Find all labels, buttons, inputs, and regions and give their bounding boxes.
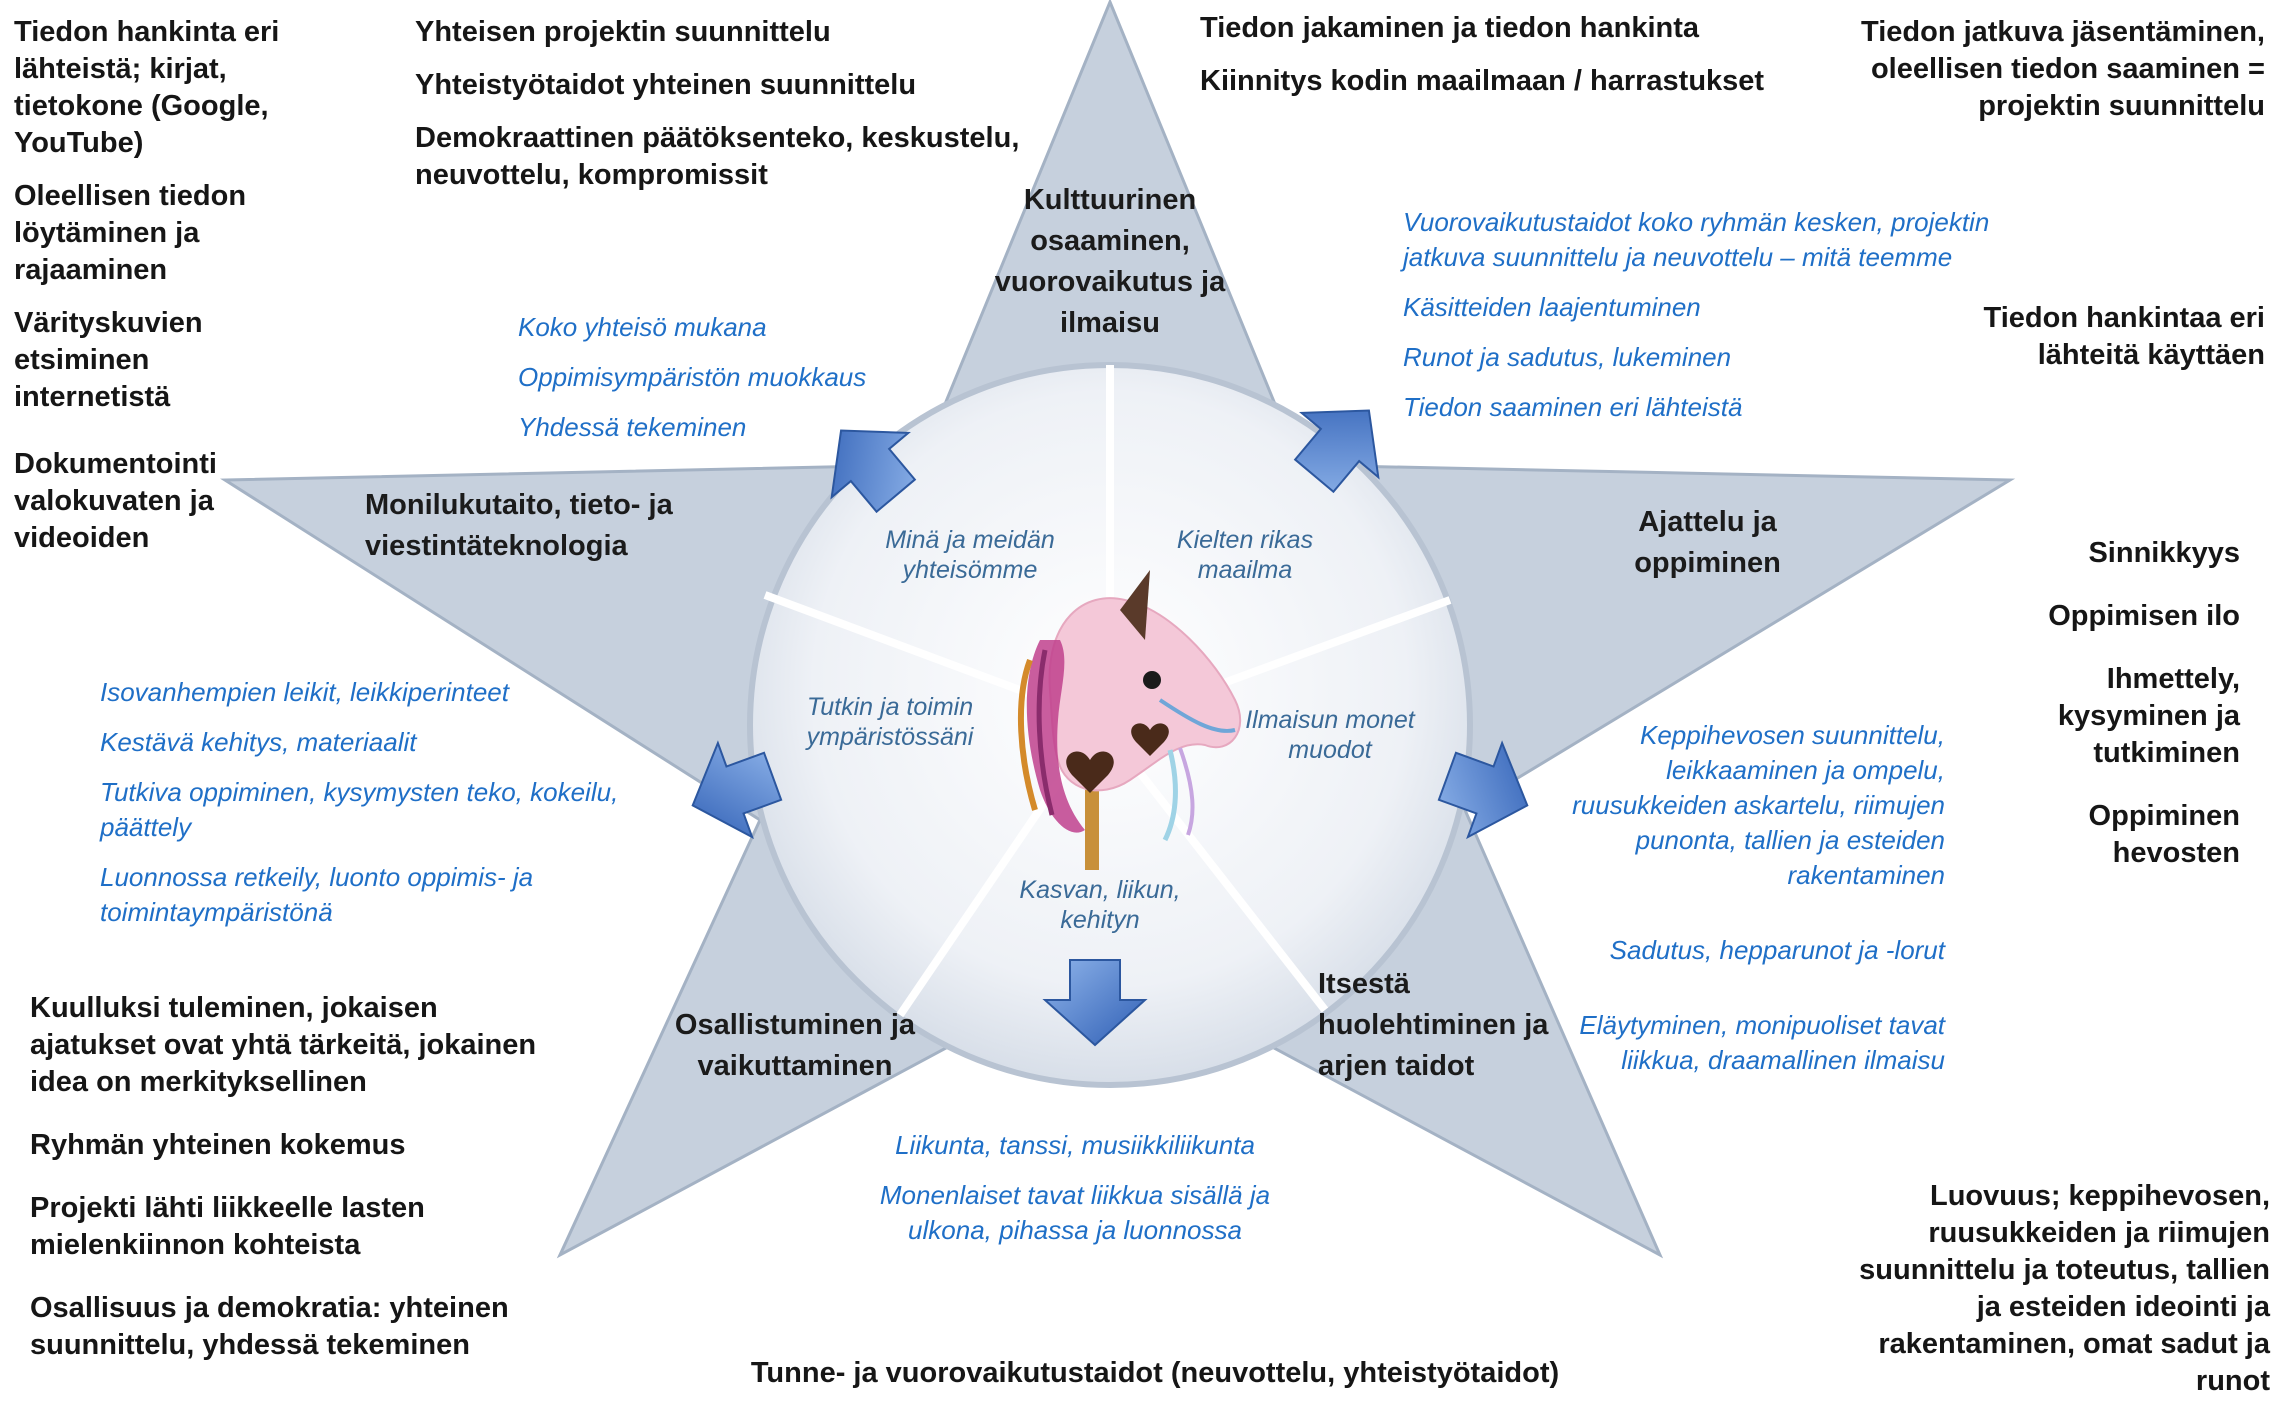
activity-item: Eläytyminen, monipuoliset tavat liikkua,… [1579, 1010, 1945, 1075]
notes-bottom-left-corner: Kuulluksi tuleminen, jokaisen ajatukset … [30, 990, 550, 1364]
activity-item: Sadutus, hepparunot ja -lorut [1609, 935, 1945, 965]
arm-label-top: Kulttuurinen osaaminen, vuorovaikutus ja… [994, 184, 1226, 339]
arrow-right [1437, 740, 1529, 840]
arm-label-right: Ajattelu ja oppiminen [1634, 506, 1781, 579]
segment-label-bottom: Kasvan, liikun, kehityn [1019, 876, 1181, 934]
activity-item: Isovanhempien leikit, leikkiperinteet [100, 677, 509, 707]
arrow-bottom [1042, 959, 1148, 1047]
note-item: Tiedon hankinta eri lähteistä; kirjat, t… [14, 16, 280, 159]
activity-item: Koko yhteisö mukana [518, 312, 767, 342]
activity-item: Käsitteiden laajentuminen [1403, 292, 1701, 322]
arm-label-bottom-right: Itsestä huolehtiminen ja arjen taidot [1318, 968, 1549, 1082]
note-item: Yhteisen projektin suunnittelu [415, 16, 831, 48]
note-item: Dokumentointi valokuvaten ja videoiden [14, 448, 217, 554]
arm-label-left: Monilukutaito, tieto- ja viestintäteknol… [365, 489, 673, 562]
note-item: Ihmettely, kysyminen ja tutkiminen [2057, 663, 2240, 769]
divider-lower-left [896, 762, 1074, 1018]
note-item: Demokraattinen päätöksenteko, keskustelu… [415, 122, 1020, 191]
activities-left: Isovanhempien leikit, leikkiperinteet Ke… [100, 675, 620, 930]
note-item: Tiedon jakaminen ja tiedon hankinta [1200, 12, 1700, 44]
activity-item: Yhdessä tekeminen [518, 412, 747, 442]
notes-right-upper: Tiedon hankintaa eri lähteitä käyttäen [1925, 300, 2265, 374]
note-item: Värityskuvien etsiminen internetistä [14, 307, 203, 413]
note-item: Sinnikkyys [2088, 537, 2240, 569]
note-item: Osallisuus ja demokratia: yhteinen suunn… [30, 1292, 509, 1361]
segment-label-right: Ilmaisun monet muodot [1245, 706, 1415, 764]
activity-item: Liikunta, tanssi, musiikkiliikunta [895, 1130, 1255, 1160]
segment-label-top-left: Minä ja meidän yhteisömme [885, 526, 1055, 584]
activity-item: Vuorovaikutustaidot koko ryhmän kesken, … [1403, 207, 1990, 272]
activities-bottom: Liikunta, tanssi, musiikkiliikunta Monen… [840, 1128, 1310, 1248]
note-item: Kuulluksi tuleminen, jokaisen ajatukset … [30, 992, 537, 1098]
note-item: Oleellisen tiedon löytäminen ja rajaamin… [14, 180, 247, 286]
notes-top-center-left: Yhteisen projektin suunnittelu Yhteistyö… [415, 14, 1075, 194]
note-item: Luovuus; keppihevosen, ruusukkeiden ja r… [1859, 1180, 2270, 1397]
arrow-upper-left [830, 429, 917, 514]
activities-right: Keppihevosen suunnittelu, leikkaaminen j… [1560, 718, 1945, 1078]
note-item: Tiedon hankintaa eri lähteitä käyttäen [1983, 302, 2265, 371]
arm-label-bottom-left: Osallistuminen ja vaikuttaminen [674, 1009, 916, 1082]
activity-item: Luonnossa retkeily, luonto oppimis- ja t… [100, 862, 534, 927]
note-item: Ryhmän yhteinen kokemus [30, 1129, 406, 1161]
activities-upper-left: Koko yhteisö mukana Oppimisympäristön mu… [518, 310, 938, 445]
activity-item: Keppihevosen suunnittelu, leikkaaminen j… [1572, 720, 1945, 890]
activities-upper-right: Vuorovaikutustaidot koko ryhmän kesken, … [1403, 205, 2003, 425]
hobby-horse-image [1017, 570, 1242, 870]
activity-item: Oppimisympäristön muokkaus [518, 362, 867, 392]
note-item: Oppiminen hevosten [2088, 800, 2240, 869]
notes-right-middle: Sinnikkyys Oppimisen ilo Ihmettely, kysy… [1985, 535, 2240, 872]
note-item: Oppimisen ilo [2048, 600, 2240, 632]
activity-item: Runot ja sadutus, lukeminen [1403, 342, 1732, 372]
notes-top-center-right: Tiedon jakaminen ja tiedon hankinta Kiin… [1200, 10, 1820, 100]
notes-top-left-corner: Tiedon hankinta eri lähteistä; kirjat, t… [14, 14, 304, 557]
note-item: Yhteistyötaidot yhteinen suunnittelu [415, 69, 917, 101]
notes-bottom-right-corner: Luovuus; keppihevosen, ruusukkeiden ja r… [1855, 1178, 2270, 1400]
note-item: Projekti lähti liikkeelle lasten mielenk… [30, 1192, 425, 1261]
notes-top-right-corner: Tiedon jatkuva jäsentäminen, oleellisen … [1820, 14, 2265, 125]
arrow-upper-right [1293, 409, 1380, 494]
segment-label-top-right: Kielten rikas maailma [1176, 526, 1314, 584]
note-item: Tunne- ja vuorovaikutustaidot (neuvottel… [750, 1357, 1560, 1389]
activity-item: Tiedon saaminen eri lähteistä [1403, 392, 1743, 422]
activity-item: Monenlaiset tavat liikkua sisällä ja ulk… [879, 1180, 1271, 1245]
activity-item: Tutkiva oppiminen, kysymysten teko, koke… [100, 777, 619, 842]
divider-lower-right [1126, 757, 1329, 1013]
activity-item: Kestävä kehitys, materiaalit [100, 727, 417, 757]
note-item: Tiedon jatkuva jäsentäminen, oleellisen … [1861, 16, 2265, 122]
divider-upper-left [763, 591, 1062, 709]
arrow-left [691, 740, 783, 840]
segment-label-left: Tutkin ja toimin ympäristössäni [806, 693, 974, 751]
note-item: Kiinnitys kodin maailmaan / harrastukset [1200, 65, 1765, 97]
notes-bottom-center: Tunne- ja vuorovaikutustaidot (neuvottel… [740, 1355, 1570, 1392]
